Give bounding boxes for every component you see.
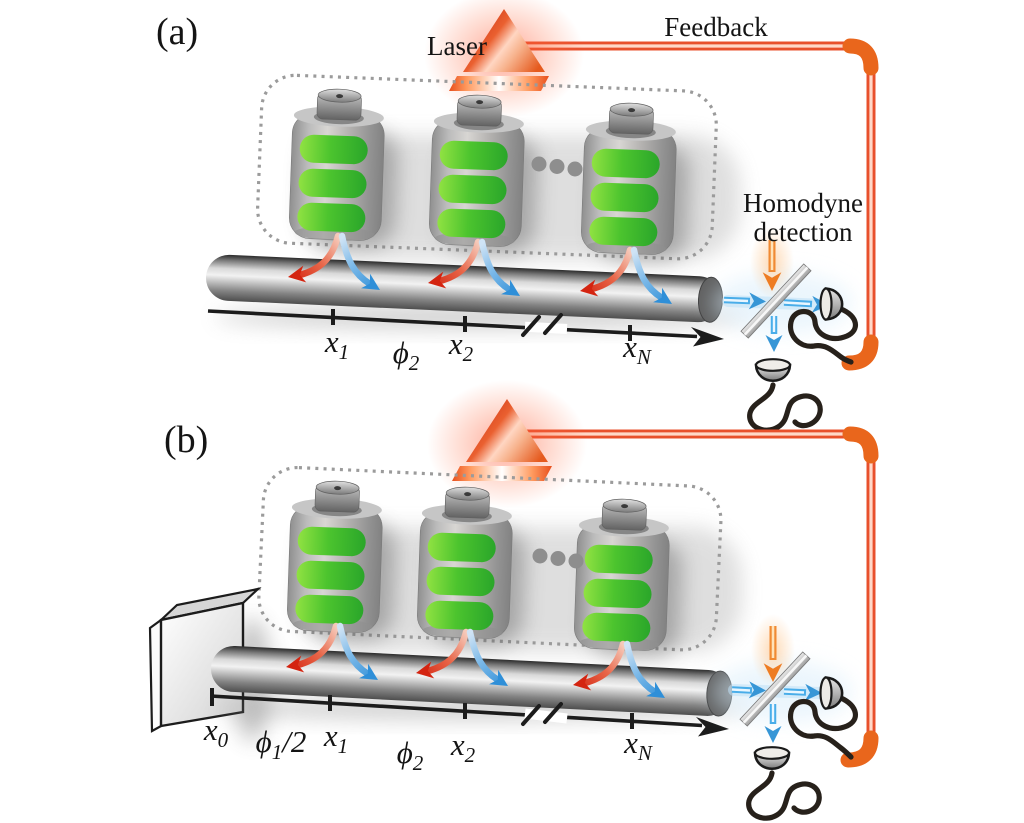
atomic-ensemble-battery-1 <box>288 88 399 248</box>
photodetector-right <box>819 287 844 321</box>
atomic-ensemble-battery-3 <box>573 498 684 658</box>
homodyne-a: Homodyne detection <box>712 188 863 433</box>
local-oscillator-arrow <box>762 240 782 291</box>
beamsplitter-icon <box>739 651 811 727</box>
axis-label-x1: x1 <box>324 324 349 364</box>
feedback-label: Feedback <box>664 12 768 42</box>
axis-break-icon <box>521 702 563 726</box>
axis-label-x1: x1 <box>323 718 348 758</box>
measurement-axis-b: x0 ϕ1/2 x1 ϕ2 x2 xN <box>203 688 729 775</box>
laser-label: Laser <box>427 31 487 61</box>
homodyne-label-line2: detection <box>754 217 853 247</box>
ensemble-box <box>255 73 718 261</box>
detector-wire-bottom <box>747 382 823 433</box>
atomic-ensemble-battery-1 <box>286 480 397 640</box>
detector-wire-right <box>787 306 858 365</box>
atomic-ensemble-battery-2 <box>428 94 539 254</box>
photodetector-bottom <box>754 357 792 383</box>
axis-label-xN: xN <box>622 329 652 369</box>
axis-label-xN: xN <box>623 725 653 765</box>
homodyne-label-line1: Homodyne <box>743 188 863 218</box>
photodetector-right <box>819 676 844 710</box>
feedback-corner-icon <box>842 426 879 464</box>
measurement-axis-a: x1 ϕ2 x2 xN <box>207 309 724 375</box>
feedback-corner-icon <box>842 38 879 76</box>
panel-a-label: (a) <box>156 11 198 53</box>
ellipsis-dots <box>531 156 583 177</box>
photodetector-bottom <box>753 745 791 771</box>
axis-arrowhead-icon <box>691 327 724 347</box>
detector-wire-bottom <box>746 770 822 821</box>
axis-label-x2: x2 <box>448 326 474 366</box>
axis-break-icon <box>521 313 563 337</box>
axis-label-x0: x0 <box>203 712 229 752</box>
atomic-ensemble-battery-3 <box>580 102 691 262</box>
ellipsis-dots <box>532 548 584 569</box>
axis-label-x2: x2 <box>450 727 476 767</box>
axis-label-phi1-half: ϕ1/2 <box>256 724 307 764</box>
feedback-elbow-icon <box>840 730 879 768</box>
panel-b-label: (b) <box>164 419 208 461</box>
axis-label-phi2: ϕ2 <box>397 735 424 775</box>
panel-a: (a) Feedback Laser <box>156 0 879 433</box>
homodyne-b <box>712 614 858 821</box>
atomic-ensemble-battery-2 <box>416 486 527 646</box>
detector-wire-right <box>787 695 858 760</box>
axis-label-phi2: ϕ2 <box>393 335 420 375</box>
beamsplitter-icon <box>740 263 812 339</box>
local-oscillator-arrow <box>763 626 783 682</box>
panel-b: (b) <box>148 380 879 821</box>
axis-arrowhead-icon <box>696 717 729 737</box>
